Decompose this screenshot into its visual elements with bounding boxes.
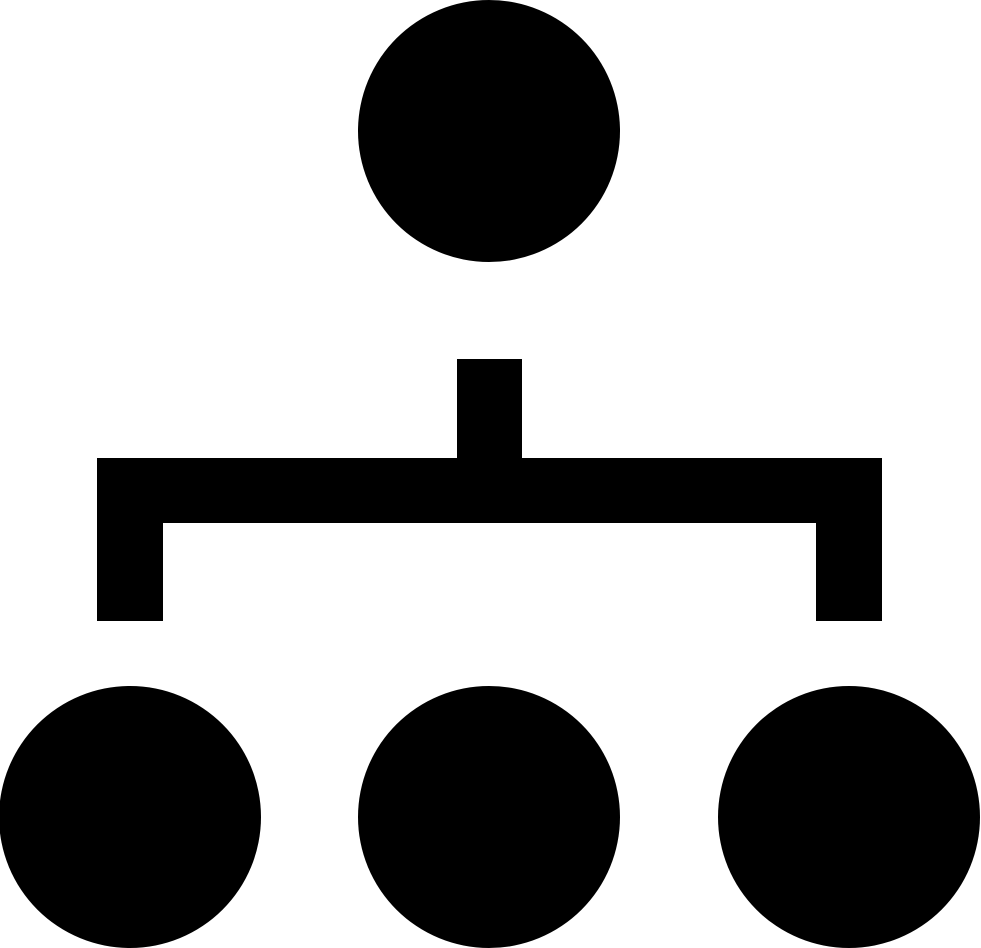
child-node-right-circle xyxy=(718,686,980,948)
connector-leg-left xyxy=(97,458,163,621)
connector-leg-right xyxy=(816,458,882,621)
child-node-center-circle xyxy=(358,686,620,948)
child-node-left-circle xyxy=(0,686,261,948)
connector-stem xyxy=(457,359,522,459)
connector-bar xyxy=(97,458,882,523)
root-node-circle xyxy=(358,0,620,262)
